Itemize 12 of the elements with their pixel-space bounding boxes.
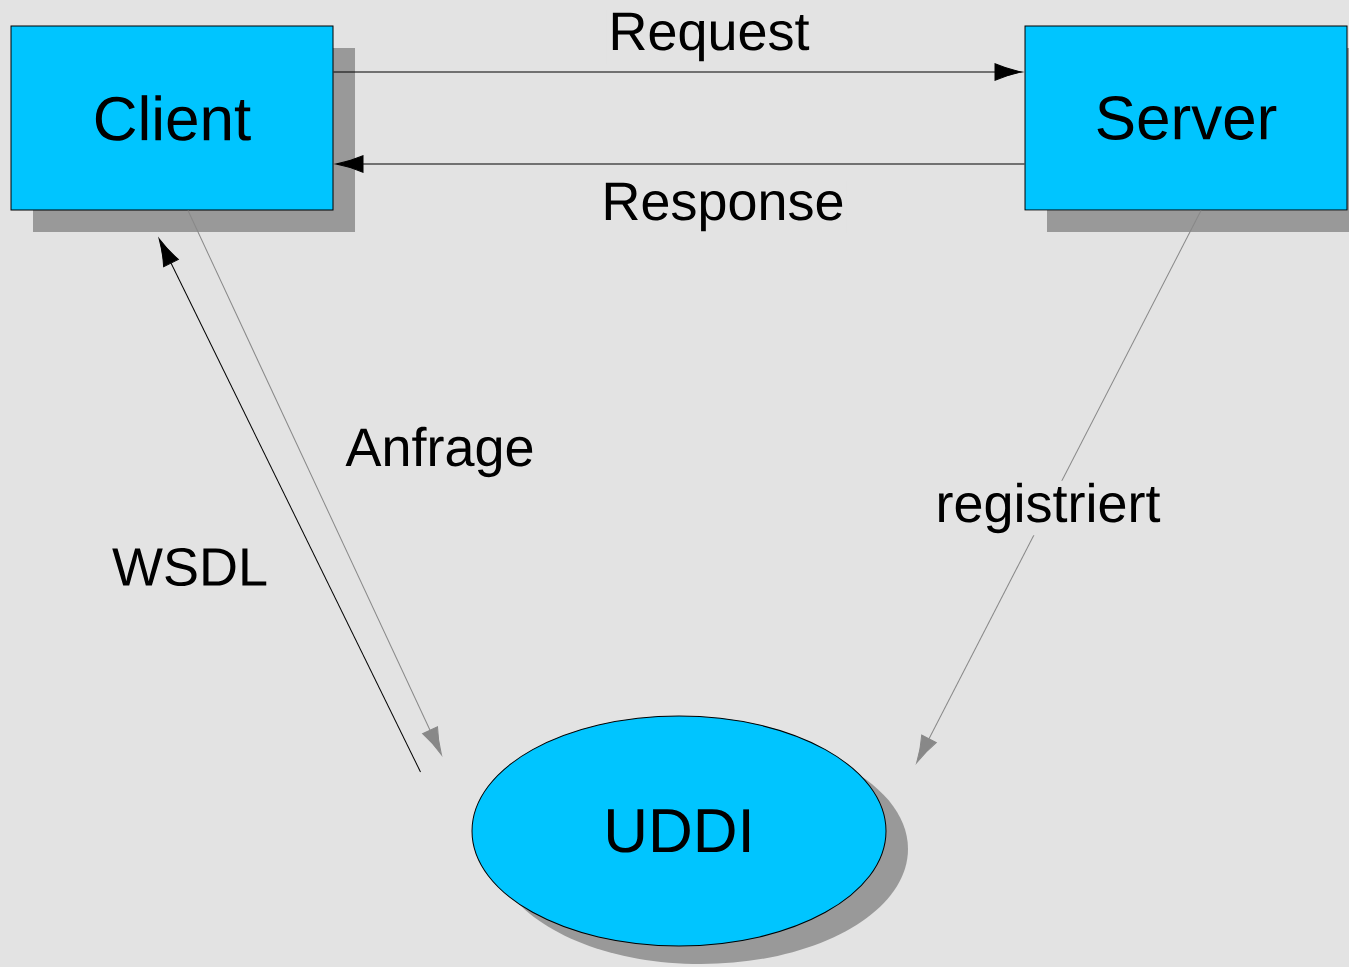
edge-label: Response [599, 180, 847, 234]
process-box: Server [1024, 25, 1349, 232]
edge-label: Anfrage [343, 424, 537, 480]
arrow [333, 63, 1023, 81]
edge-label: WSDL [110, 545, 270, 589]
arrow [158, 238, 421, 773]
arrow [335, 155, 1025, 173]
arrow [916, 210, 1202, 764]
process-box: Client [10, 25, 355, 232]
edge-label: Request [606, 10, 812, 64]
arrow [187, 210, 442, 756]
edge-label: registriert [933, 480, 1163, 536]
